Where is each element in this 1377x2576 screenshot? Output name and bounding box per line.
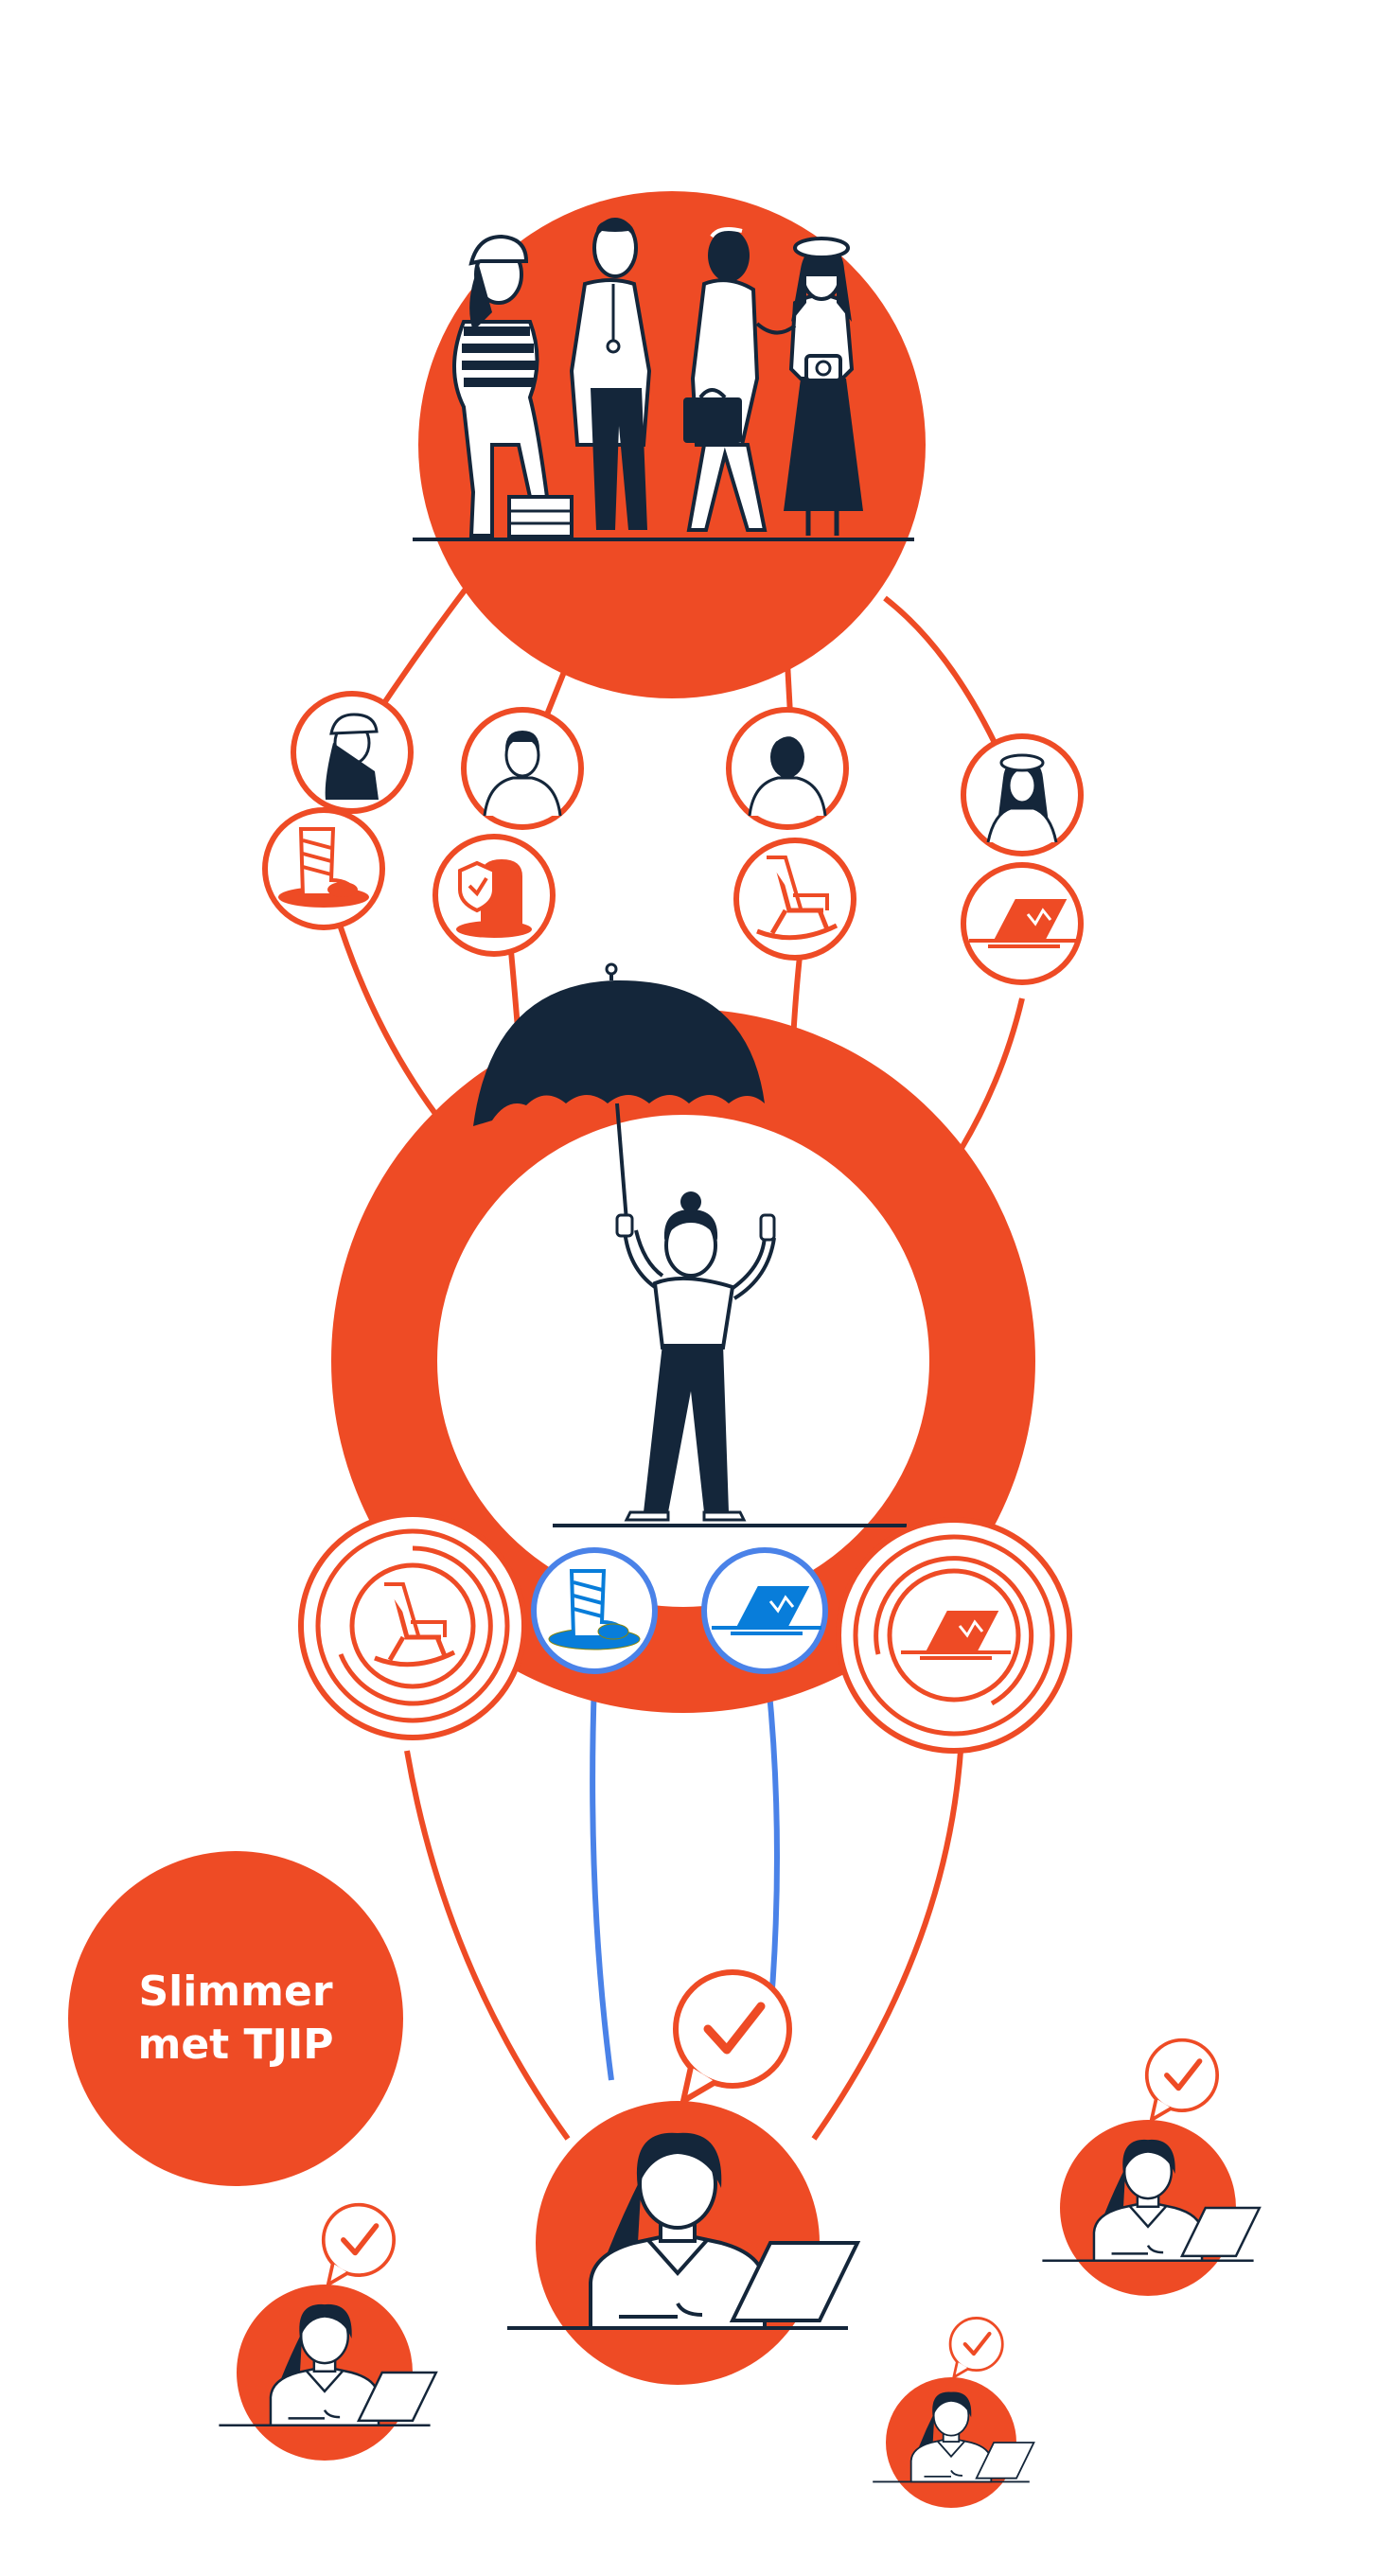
photographer-icon <box>961 733 1084 856</box>
construction-worker-icon <box>291 691 414 814</box>
people-group-illustration <box>413 191 926 698</box>
shield-pill-icon <box>433 834 556 957</box>
slimmer-met-tjip-badge: Slimmer met TJIP <box>68 1851 403 2186</box>
injured-leg-cast-icon <box>531 1547 658 1674</box>
badge-label: Slimmer met TJIP <box>137 1967 334 2069</box>
rocking-chair-icon <box>298 1511 527 1740</box>
injured-leg-cast-icon <box>262 807 385 930</box>
businessman-icon <box>726 707 849 830</box>
connector-lines <box>338 577 1025 2141</box>
woman-at-laptop-with-checkmark-icon <box>1041 2040 1262 2298</box>
woman-at-laptop-with-checkmark-icon <box>218 2205 438 2462</box>
woman-at-laptop-with-checkmark-icon <box>505 1972 859 2387</box>
broken-laptop-icon <box>836 1517 1072 1754</box>
broken-laptop-icon <box>961 862 1084 985</box>
doctor-icon <box>461 707 584 830</box>
umbrella-woman-illustration <box>331 962 1035 1713</box>
woman-at-laptop-with-checkmark-icon <box>872 2318 1035 2509</box>
broken-laptop-icon <box>701 1547 828 1674</box>
rocking-chair-icon <box>733 838 856 961</box>
